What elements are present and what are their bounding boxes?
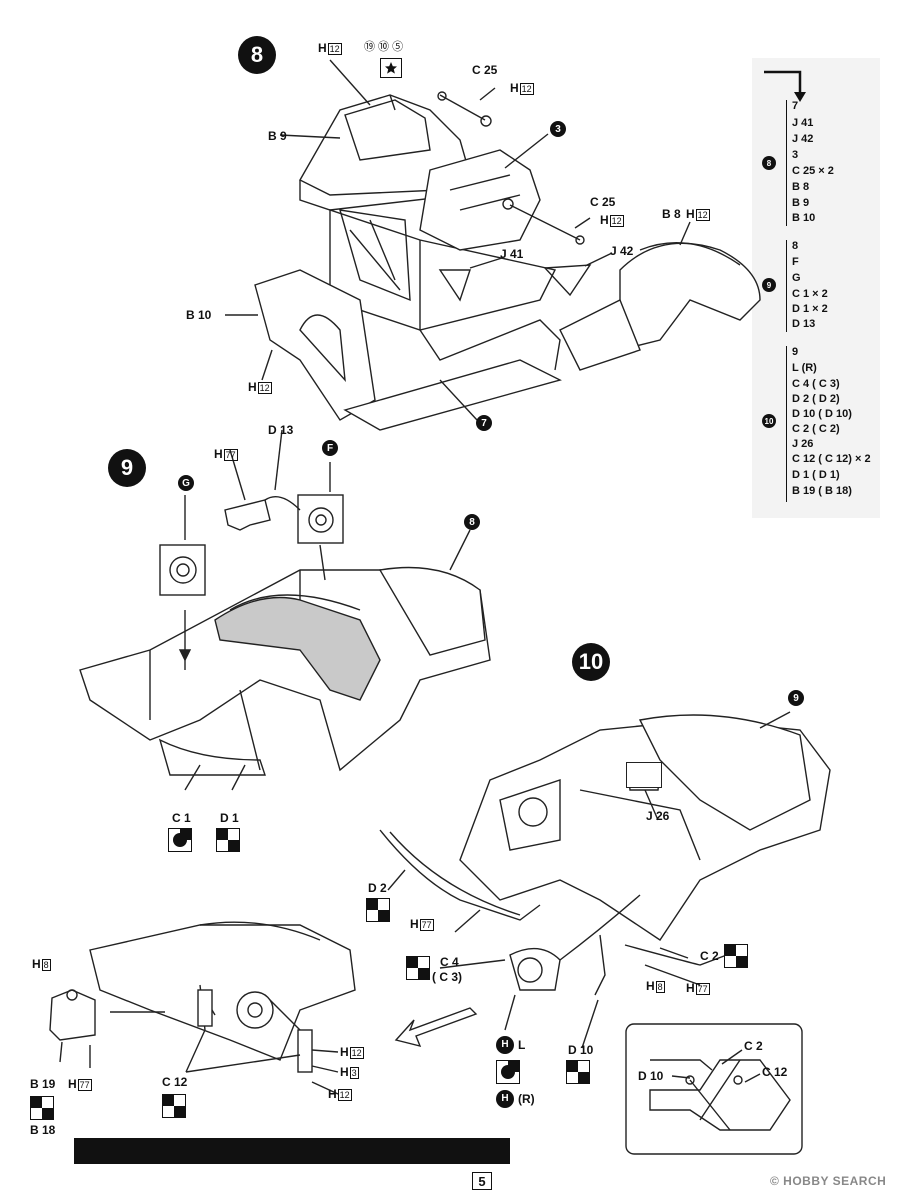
part-label-c3: ( C 3) xyxy=(432,970,462,984)
part-label-b8: B 8 xyxy=(662,207,681,221)
part-label-j26: J 26 xyxy=(646,809,670,823)
side-item: D 2 ( D 2) xyxy=(792,393,840,405)
paint-swatch xyxy=(30,1096,54,1120)
side-item: 8 xyxy=(792,240,799,252)
paint-swatch xyxy=(168,828,192,852)
part-label-d1: D 1 xyxy=(220,811,239,825)
footer-bar xyxy=(74,1138,510,1164)
side-item: L (R) xyxy=(792,362,817,374)
hub-h-icon: H xyxy=(496,1036,514,1054)
flow-arrow-icon xyxy=(764,70,806,102)
side-item: C 12 ( C 12) × 2 xyxy=(792,453,871,465)
part-label-c1: C 1 xyxy=(172,811,191,825)
paint-swatch xyxy=(496,1060,520,1084)
part-label-j42: J 42 xyxy=(610,244,634,258)
ref-step-7: 7 xyxy=(476,415,492,431)
part-label-b9: B 9 xyxy=(268,129,287,143)
step-8-badge: 8 xyxy=(238,36,276,74)
part-label-j41: J 41 xyxy=(500,247,524,261)
side-item: C 4 ( C 3) xyxy=(792,378,840,390)
detail-label-c2: C 2 xyxy=(744,1039,763,1053)
side-item: J 42 xyxy=(792,133,814,145)
part-label-c12: C 12 xyxy=(162,1075,188,1089)
part-label-b19: B 19 xyxy=(30,1077,56,1091)
side-item: B 9 xyxy=(792,197,810,209)
detail-label-c12: C 12 xyxy=(762,1065,788,1079)
side-item: F xyxy=(792,256,799,268)
hub-h-icon: H xyxy=(496,1090,514,1108)
page-number: 5 xyxy=(472,1172,492,1190)
paint-swatch xyxy=(216,828,240,852)
side-item: D 1 ( D 1) xyxy=(792,469,840,481)
paint-swatch xyxy=(366,898,390,922)
paint-swatch xyxy=(406,956,430,980)
ref-part-f: F xyxy=(322,440,338,456)
part-j26-sketch xyxy=(626,762,662,788)
side-item: C 2 ( C 2) xyxy=(792,423,840,435)
part-label-c2: C 2 xyxy=(700,949,719,963)
detail-label-d10: D 10 xyxy=(638,1069,664,1083)
part-label-c4: C 4 xyxy=(440,955,459,969)
watermark: © HOBBY SEARCH xyxy=(770,1174,887,1188)
side-item: C 1 × 2 xyxy=(792,288,828,300)
side-item: G xyxy=(792,272,801,284)
side-item: J 41 xyxy=(792,117,814,129)
ref-step-3: 3 xyxy=(550,121,566,137)
part-label-b10: B 10 xyxy=(186,308,212,322)
part-label-d10: D 10 xyxy=(568,1043,594,1057)
side-step-9: 9 xyxy=(762,278,776,292)
part-label-c25: C 25 xyxy=(472,63,498,77)
side-item: C 25 × 2 xyxy=(792,165,834,177)
paint-swatch xyxy=(724,944,748,968)
paint-swatch xyxy=(162,1094,186,1118)
part-label-d2: D 2 xyxy=(368,881,387,895)
step-10-badge: 10 xyxy=(572,643,610,681)
side-step-10: 10 xyxy=(762,414,776,428)
side-step-8: 8 xyxy=(762,156,776,170)
star-icon xyxy=(380,58,402,78)
side-item: 9 xyxy=(792,346,799,358)
ref-step-9: 9 xyxy=(788,690,804,706)
part-label-d13: D 13 xyxy=(268,423,294,437)
side-item: D 10 ( D 10) xyxy=(792,408,852,420)
part-label-b18: B 18 xyxy=(30,1123,56,1137)
side-item: J 26 xyxy=(792,438,814,450)
part-label-c25: C 25 xyxy=(590,195,616,209)
side-item: 3 xyxy=(792,149,799,161)
side-item: D 1 × 2 xyxy=(792,303,828,315)
side-item: B 8 xyxy=(792,181,810,193)
side-item: B 19 ( B 18) xyxy=(792,485,852,497)
paint-swatch xyxy=(566,1060,590,1084)
hub-label-right: H(R) xyxy=(496,1090,535,1108)
step-9-badge: 9 xyxy=(108,449,146,487)
side-item: D 13 xyxy=(792,318,816,330)
paint-code-list: ⑲ ⑩ ⑤ xyxy=(364,41,404,53)
ref-part-g: G xyxy=(178,475,194,491)
side-item: 7 xyxy=(792,100,799,112)
side-item: B 10 xyxy=(792,212,816,224)
ref-step-8: 8 xyxy=(464,514,480,530)
